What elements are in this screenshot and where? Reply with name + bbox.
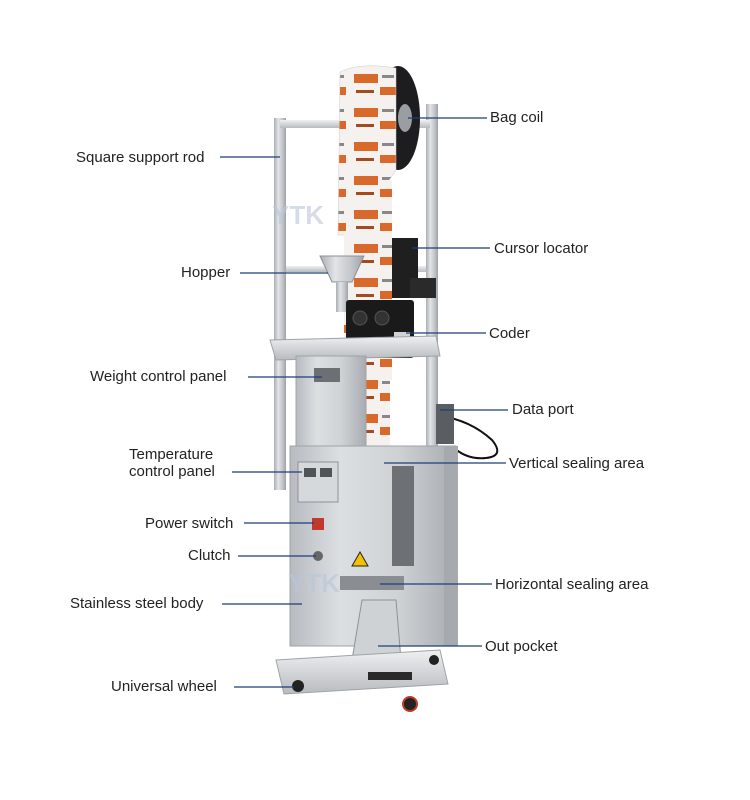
main-body-side — [444, 446, 458, 646]
label-out-pocket: Out pocket — [485, 638, 558, 655]
label-coder: Coder — [489, 325, 530, 342]
label-universal-wheel: Universal wheel — [111, 678, 217, 695]
label-horizontal-sealing-area: Horizontal sealing area — [495, 576, 649, 593]
vertical-sealer — [392, 466, 414, 566]
watermark-lower: YTK — [288, 568, 340, 598]
label-hopper: Hopper — [181, 264, 231, 281]
label-clutch: Clutch — [188, 547, 231, 564]
bag-coil-core — [398, 104, 412, 132]
label-temperature-control-panel-line2: control panel — [129, 463, 215, 480]
base-slot — [368, 672, 412, 680]
label-square-support-rod: Square support rod — [76, 149, 205, 166]
label-temperature-control-panel-line1: Temperature — [129, 446, 214, 463]
data-port-cable — [439, 415, 499, 460]
leader-lines — [220, 117, 508, 688]
weight-shelf — [269, 335, 441, 361]
label-vertical-sealing-area: Vertical sealing area — [509, 455, 645, 472]
label-cursor-locator: Cursor locator — [494, 240, 589, 257]
weight-control-display — [314, 368, 340, 382]
coder-wheel-2 — [374, 310, 390, 326]
label-data-port: Data port — [512, 401, 574, 418]
coder-wheel-1 — [352, 310, 368, 326]
support-rod-left — [274, 118, 286, 490]
temperature-display-1 — [304, 468, 316, 477]
wheel-left — [292, 680, 304, 692]
wheel-right-back — [429, 655, 439, 665]
watermark-upper: YTK — [272, 200, 324, 230]
label-weight-control-panel: Weight control panel — [90, 368, 227, 385]
label-bag-coil: Bag coil — [490, 109, 544, 126]
warning-sticker — [351, 550, 369, 567]
machine-base — [275, 649, 449, 695]
clutch-knob — [313, 551, 323, 561]
power-switch — [312, 518, 324, 530]
hopper-neck — [336, 282, 348, 312]
horizontal-sealer — [340, 576, 404, 590]
cursor-locator-head — [410, 278, 436, 298]
wheel-right-front — [402, 696, 418, 712]
label-stainless-steel-body: Stainless steel body — [70, 595, 204, 612]
temperature-display-2 — [320, 468, 332, 477]
label-power-switch: Power switch — [145, 515, 234, 532]
data-port-connector — [436, 404, 454, 444]
